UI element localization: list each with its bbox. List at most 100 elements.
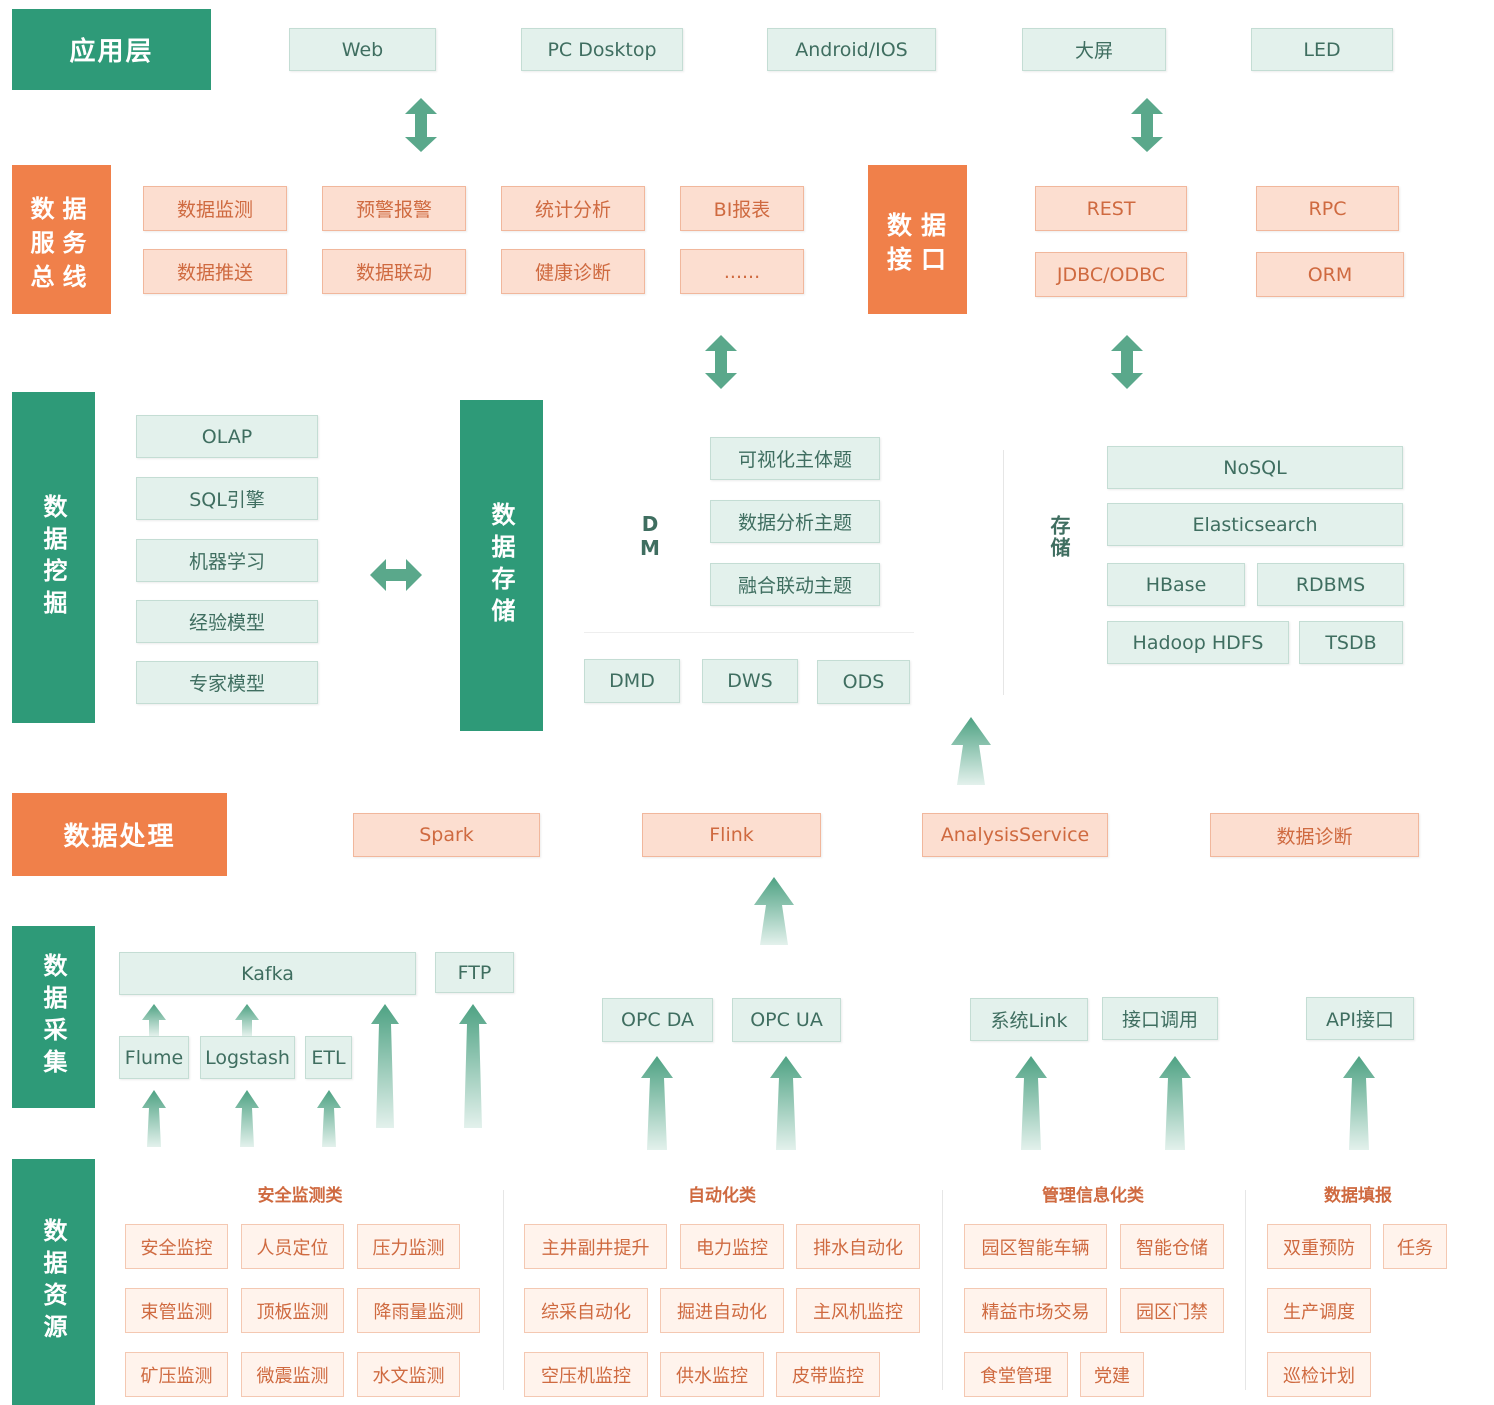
dm-topic: 数据分析主题: [710, 500, 880, 543]
source-item: 电力监控: [680, 1224, 784, 1269]
source-item: 主井副井提升: [524, 1224, 667, 1269]
source-item: 园区门禁: [1120, 1288, 1224, 1333]
api-rpc: RPC: [1256, 186, 1399, 231]
dm-layer-ods: ODS: [817, 660, 910, 704]
double-arrow-icon: [1131, 98, 1163, 152]
source-category-title: 管理信息化类: [1042, 1186, 1144, 1206]
bus-item: 健康诊断: [501, 249, 645, 294]
source-item: 任务: [1383, 1224, 1447, 1269]
source-item: 顶板监测: [241, 1288, 344, 1333]
store-rdbms: RDBMS: [1257, 563, 1404, 606]
collect-ftp: FTP: [435, 952, 514, 993]
mining-item: 机器学习: [136, 539, 318, 582]
bus-item: 预警报警: [322, 186, 466, 231]
source-item: 生产调度: [1267, 1288, 1371, 1333]
source-divider: [503, 1190, 504, 1390]
bus-item: BI报表: [680, 186, 804, 231]
app-pc-desktop: PC Dosktop: [521, 28, 683, 71]
app-led: LED: [1251, 28, 1393, 71]
collect-etl: ETL: [305, 1036, 352, 1079]
mining-item: 专家模型: [136, 661, 318, 704]
source-category-title: 安全监测类: [257, 1186, 343, 1206]
mining-item: 经验模型: [136, 600, 318, 643]
double-arrow-icon: [1111, 335, 1143, 389]
mining-item: SQL引擎: [136, 477, 318, 520]
up-arrow-icon: [754, 877, 794, 945]
layer-label-source: 数据资源: [12, 1159, 95, 1405]
proc-analysis-service: AnalysisService: [922, 813, 1108, 857]
source-item: 双重预防: [1267, 1224, 1371, 1269]
up-arrow-icon: [951, 717, 991, 785]
bus-item: 数据联动: [322, 249, 466, 294]
layer-label-api: 数据接口: [868, 165, 967, 314]
source-item: 压力监测: [357, 1224, 460, 1269]
source-item: 园区智能车辆: [964, 1224, 1107, 1269]
collect-api: API接口: [1306, 997, 1414, 1040]
bus-item: ......: [680, 249, 804, 294]
mining-item: OLAP: [136, 415, 318, 458]
layer-label-collection: 数据采集: [12, 926, 95, 1108]
store-tsdb: TSDB: [1299, 621, 1403, 664]
source-divider: [1245, 1190, 1246, 1390]
source-item: 安全监控: [125, 1224, 228, 1269]
source-item: 掘进自动化: [660, 1288, 784, 1333]
source-category-title: 自动化类: [688, 1186, 756, 1206]
dm-layer-dmd: DMD: [584, 659, 680, 703]
source-item: 智能仓储: [1120, 1224, 1224, 1269]
api-rest: REST: [1035, 186, 1187, 231]
collect-flume: Flume: [119, 1036, 189, 1079]
double-arrow-icon: [405, 98, 437, 152]
source-item: 空压机监控: [524, 1352, 648, 1397]
dm-topic: 可视化主体题: [710, 437, 880, 480]
layer-label-bus: 数据服务总线: [12, 165, 111, 314]
store-hadoop-hdfs: Hadoop HDFS: [1107, 621, 1289, 664]
source-item: 巡检计划: [1267, 1352, 1371, 1397]
collect-kafka: Kafka: [119, 952, 416, 995]
double-arrow-icon: [705, 335, 737, 389]
layer-label-app: 应用层: [12, 9, 211, 90]
store-label: 存储: [1047, 515, 1071, 559]
proc-flink: Flink: [642, 813, 821, 857]
source-item: 水文监测: [357, 1352, 460, 1397]
source-item: 排水自动化: [796, 1224, 920, 1269]
source-item: 食堂管理: [964, 1352, 1068, 1397]
dm-divider: [584, 632, 914, 633]
collect-logstash: Logstash: [200, 1036, 295, 1079]
store-elasticsearch: Elasticsearch: [1107, 503, 1403, 546]
api-orm: ORM: [1256, 252, 1404, 297]
source-item: 皮带监控: [776, 1352, 880, 1397]
source-item: 精益市场交易: [964, 1288, 1107, 1333]
dm-topic: 融合联动主题: [710, 563, 880, 606]
dm-label: DM: [636, 512, 662, 567]
app-web: Web: [289, 28, 436, 71]
store-nosql: NoSQL: [1107, 446, 1403, 489]
collect-interface-call: 接口调用: [1102, 997, 1218, 1040]
app-big-screen: 大屏: [1022, 28, 1166, 71]
source-divider: [942, 1190, 943, 1390]
dm-label-text: DM: [638, 512, 662, 560]
bus-item: 统计分析: [501, 186, 645, 231]
source-item: 微震监测: [241, 1352, 344, 1397]
storage-divider: [1003, 450, 1004, 695]
source-category-title: 数据填报: [1324, 1186, 1392, 1206]
proc-spark: Spark: [353, 813, 540, 857]
app-android-ios: Android/IOS: [767, 28, 936, 71]
source-item: 党建: [1080, 1352, 1144, 1397]
horizontal-double-arrow-icon: [370, 559, 422, 591]
source-item: 束管监测: [125, 1288, 228, 1333]
bus-item: 数据推送: [143, 249, 287, 294]
source-item: 人员定位: [241, 1224, 344, 1269]
source-item: 降雨量监测: [357, 1288, 480, 1333]
source-item: 主风机监控: [796, 1288, 920, 1333]
collect-syslink: 系统Link: [970, 998, 1088, 1041]
api-jdbc-odbc: JDBC/ODBC: [1035, 252, 1187, 297]
store-hbase: HBase: [1107, 563, 1245, 606]
bus-item: 数据监测: [143, 186, 287, 231]
layer-label-storage: 数据存储: [460, 400, 543, 731]
layer-label-mining: 数据挖掘: [12, 392, 95, 723]
source-item: 综采自动化: [524, 1288, 648, 1333]
dm-layer-dws: DWS: [702, 659, 798, 703]
collect-opc-ua: OPC UA: [732, 998, 841, 1042]
source-item: 矿压监测: [125, 1352, 228, 1397]
proc-data-diagnosis: 数据诊断: [1210, 813, 1419, 857]
